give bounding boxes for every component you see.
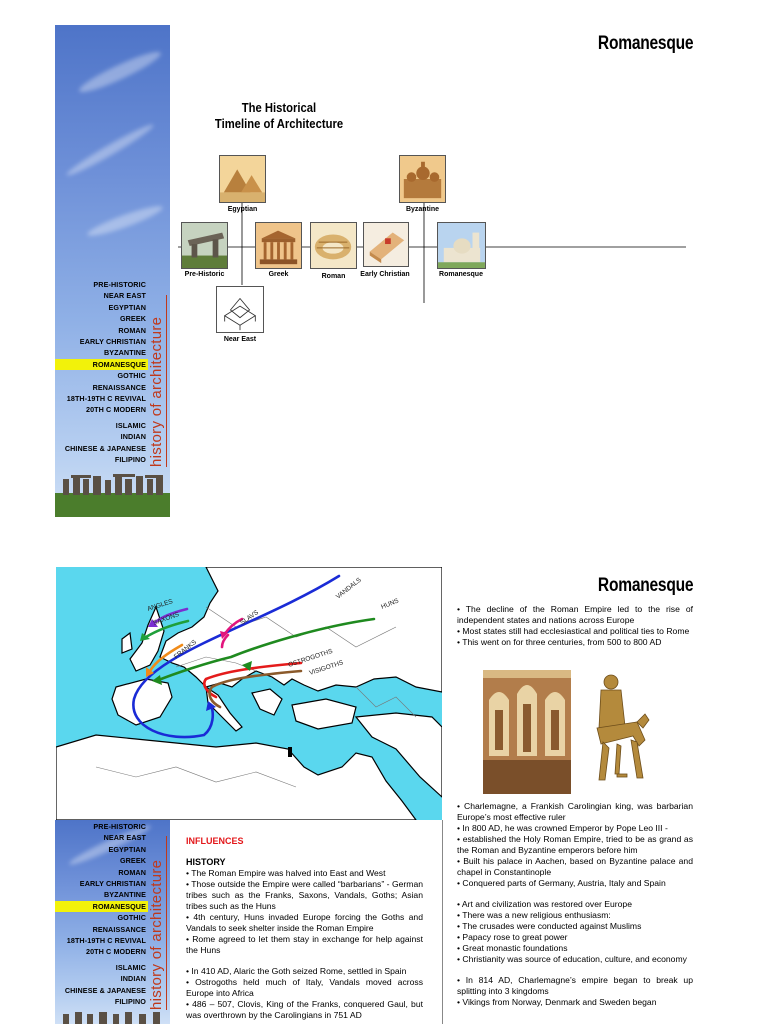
sidebar-item-islamic[interactable]: ISLAMIC [115,420,146,430]
sidebar-item-filipino[interactable]: FILIPINO [114,455,146,465]
sidebar-item-egyptian[interactable]: EGYPTIAN [108,302,146,312]
sidebar2-item-romanesque[interactable]: ROMANESQUE [55,900,148,913]
aachen-chapel-image [483,670,571,794]
sidebar-item-near-east[interactable]: NEAR EAST [103,291,146,301]
brand-underline [166,295,167,467]
sidebar-item-modern[interactable]: 20TH C MODERN [85,405,146,415]
sidebar2-item-filipino[interactable]: FILIPINO [114,997,146,1007]
empire-bullet-2: • Vikings from Norway, Denmark and Swede… [457,997,657,1007]
romanesque-image [437,222,486,269]
intro-text: • The decline of the Roman Empire led to… [457,604,693,648]
history-bullet-4: • Rome agreed to let them stay in exchan… [186,934,423,955]
roman-image [310,222,357,269]
migration-map: ANGLES SAXONS SLAVS VANDALS HUNS FRANKS … [56,567,442,820]
label-romanesque: Romanesque [439,271,483,278]
sidebar2-item-renaissance[interactable]: RENAISSANCE [92,924,146,934]
timeline-title: The Historical Timeline of Architecture [206,100,352,132]
sidebar-item-renaissance[interactable]: RENAISSANCE [92,382,146,392]
label-egyptian: Egyptian [227,206,258,213]
intro-bullet-1: • The decline of the Roman Empire led to… [457,604,693,625]
art-bullet-6: • Christianity was source of education, … [457,954,687,964]
charlemagne-bullet-3: • established the Holy Roman Empire, tri… [457,834,693,855]
early-christian-image [363,222,409,267]
brand-underline-2 [166,836,167,1010]
brand-vertical-text-2: history of architecture [148,859,165,1010]
timeline-title-line2: Timeline of Architecture [214,117,344,131]
charlemagne-bullet-1: • Charlemagne, a Frankish Carolingian ki… [457,801,693,822]
charlemagne-text: • Charlemagne, a Frankish Carolingian ki… [457,801,693,1008]
label-near-east: Near East [223,336,257,343]
stonehenge-image-2 [63,1012,160,1024]
sidebar-item-indian[interactable]: INDIAN [120,432,146,442]
art-bullet-4: • Papacy rose to great power [457,932,568,942]
sidebar2-item-revival[interactable]: 18TH-19TH C REVIVAL [66,936,146,946]
sidebar-item-gothic[interactable]: GOTHIC [117,371,146,381]
byzantine-image [399,155,446,203]
influences-text: INFLUENCES HISTORY • The Roman Empire wa… [186,836,423,1021]
sidebar-nav: PRE-HISTORIC NEAR EAST EGYPTIAN GREEK RO… [55,279,148,466]
history2-bullet-2: • Ostrogoths held much of Italy, Vandals… [186,977,423,998]
sidebar-item-chinese-japanese[interactable]: CHINESE & JAPANESE [64,443,146,453]
history-bullet-2: • Those outside the Empire were called “… [186,879,423,911]
history-heading: HISTORY [186,857,226,867]
sidebar-nav-2: PRE-HISTORIC NEAR EAST EGYPTIAN GREEK RO… [55,821,148,1008]
sidebar2-item-modern[interactable]: 20TH C MODERN [85,947,146,957]
timeline-title-line1: The Historical [241,101,317,115]
sidebar-item-byzantine[interactable]: BYZANTINE [103,348,146,358]
charlemagne-statue-image [587,670,651,794]
intro-bullet-2: • Most states still had ecclesiastical a… [457,626,690,636]
sidebar-item-pre-historic[interactable]: PRE-HISTORIC [93,280,146,289]
art-bullet-2: • There was a new religious enthusiasm: [457,910,611,920]
history-bullet-3: • 4th century, Huns invaded Europe forci… [186,912,423,933]
history-bullet-1: • The Roman Empire was halved into East … [186,868,386,878]
greek-image [255,222,302,269]
history2-bullet-1: • In 410 AD, Alaric the Goth seized Rome… [186,966,407,976]
near-east-image [216,286,264,333]
charlemagne-bullet-5: • Conquered parts of Germany, Austria, I… [457,878,666,888]
sidebar-strip-2: PRE-HISTORIC NEAR EAST EGYPTIAN GREEK RO… [55,820,170,1024]
sidebar-item-revival[interactable]: 18TH-19TH C REVIVAL [66,394,146,404]
charlemagne-bullet-4: • Built his palace in Aachen, based on B… [457,856,693,877]
stonehenge-image [55,474,170,517]
sidebar2-item-early-christian[interactable]: EARLY CHRISTIAN [79,879,146,889]
sidebar-item-romanesque[interactable]: ROMANESQUE [55,358,148,371]
egyptian-image [219,155,266,203]
intro-bullet-3: • This went on for three centuries, from… [457,637,662,647]
history2-bullet-3: • 486 – 507, Clovis, King of the Franks,… [186,999,423,1020]
art-bullet-5: • Great monastic foundations [457,943,568,953]
label-byzantine: Byzantine [405,206,440,213]
sidebar-item-greek[interactable]: GREEK [119,314,146,324]
art-bullet-1: • Art and civilization was restored over… [457,899,632,909]
sidebar2-item-gothic[interactable]: GOTHIC [117,913,146,923]
sidebar2-item-byzantine[interactable]: BYZANTINE [103,890,146,900]
sidebar2-item-indian[interactable]: INDIAN [120,974,146,984]
label-early-christian: Early Christian [360,271,410,278]
label-roman: Roman [321,273,346,280]
sidebar2-item-near-east[interactable]: NEAR EAST [103,833,146,843]
sidebar2-item-roman[interactable]: ROMAN [118,867,146,877]
sidebar2-item-islamic[interactable]: ISLAMIC [115,962,146,972]
label-pre-historic: Pre-Historic [184,271,225,278]
page2-title: Romanesque [597,575,694,596]
empire-bullet-1: • In 814 AD, Charlemagne’s empire began … [457,975,693,996]
prehistoric-image [181,222,228,269]
art-bullet-3: • The crusades were conducted against Mu… [457,921,642,931]
sidebar2-item-egyptian[interactable]: EGYPTIAN [108,844,146,854]
page-title: Romanesque [597,33,694,54]
sidebar2-item-pre-historic[interactable]: PRE-HISTORIC [93,822,146,831]
sidebar-item-roman[interactable]: ROMAN [118,325,146,335]
sidebar2-item-chinese-japanese[interactable]: CHINESE & JAPANESE [64,985,146,995]
influences-panel [180,820,443,1024]
label-greek: Greek [268,271,289,278]
influences-heading: INFLUENCES [186,836,244,846]
sidebar-strip: PRE-HISTORIC NEAR EAST EGYPTIAN GREEK RO… [55,25,170,517]
charlemagne-bullet-2: • In 800 AD, he was crowned Emperor by P… [457,823,668,833]
sidebar2-item-greek[interactable]: GREEK [119,856,146,866]
sidebar-item-early-christian[interactable]: EARLY CHRISTIAN [79,337,146,347]
timeline-lines [178,202,686,303]
